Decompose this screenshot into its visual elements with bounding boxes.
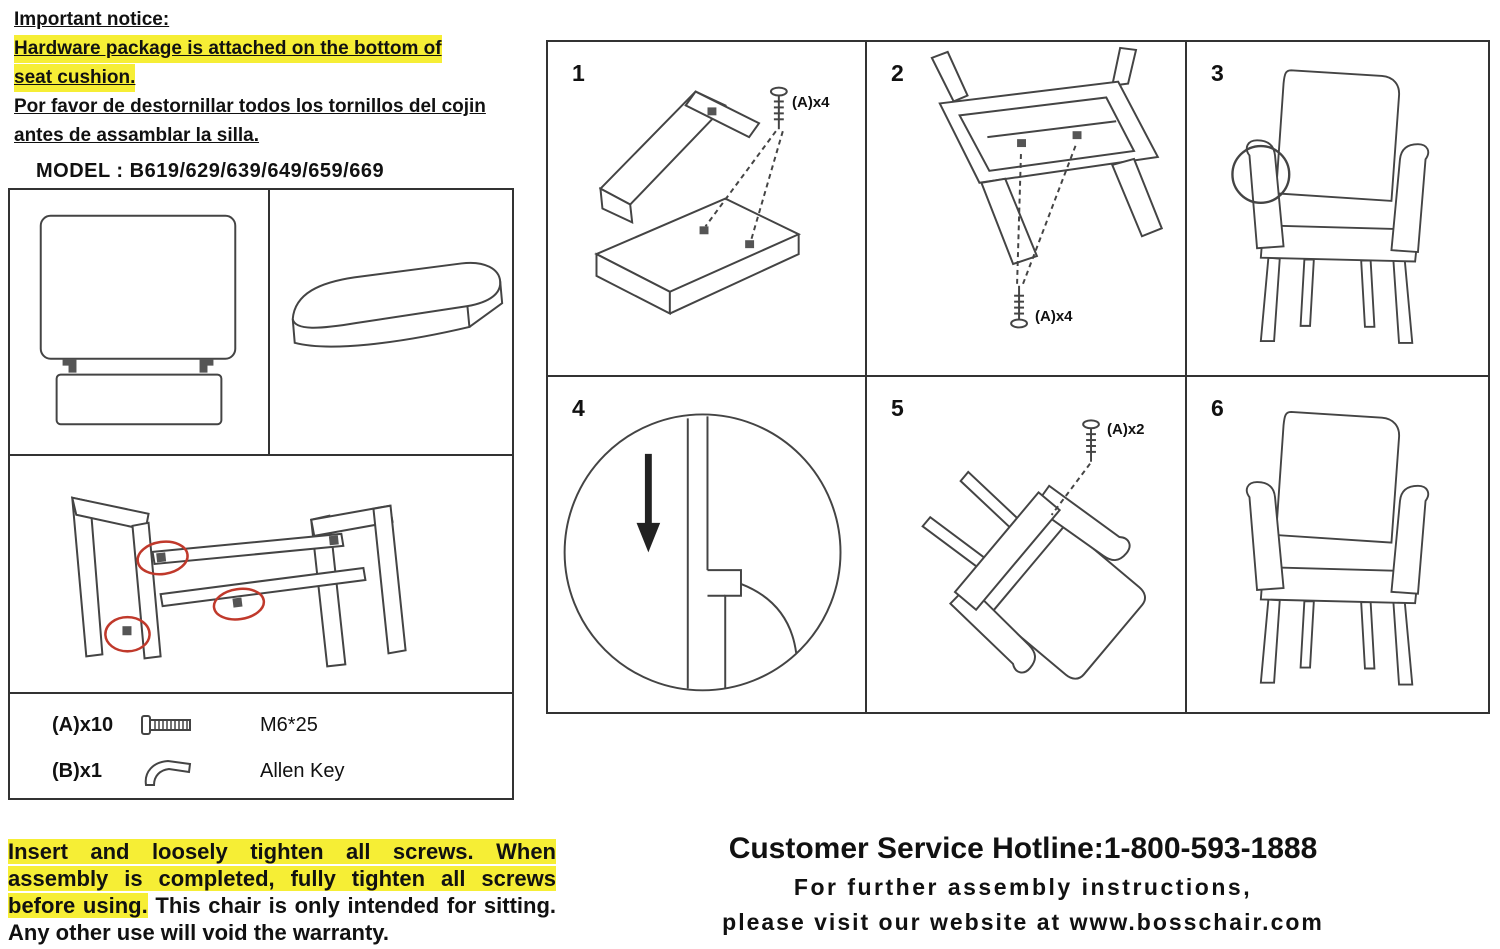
- step-3-panel: 3: [1187, 42, 1488, 377]
- step-4-panel: 4: [548, 377, 867, 712]
- backrest-part-cell: [10, 190, 270, 454]
- warning-text: Insert and loosely tighten all screws. W…: [8, 838, 556, 946]
- model-numbers: MODEL : B619/629/639/649/659/669: [36, 160, 385, 182]
- step-6-diagram: [1245, 411, 1430, 686]
- frame-parts-cell: [10, 456, 512, 694]
- notice-highlight-line-2: seat cushion.: [14, 64, 136, 92]
- notice-title: Important notice:: [14, 9, 170, 30]
- frame-parts-diagram: [70, 496, 407, 668]
- step-5-diagram: [921, 419, 1146, 680]
- step-2-number: 2: [891, 60, 904, 86]
- hardware-item-a: (A)x10: [10, 702, 512, 748]
- footer-website-line: please visit our website at www.bosschai…: [722, 909, 1324, 935]
- hardware-list: (A)x10: [10, 694, 512, 794]
- step-3-diagram: [1231, 69, 1430, 344]
- customer-service-hotline: Customer Service Hotline:1-800-593-1888: [728, 832, 1318, 865]
- footer-line-2: For further assembly instructions,: [793, 874, 1253, 900]
- step-1-screw-label: (A)x4: [792, 94, 830, 111]
- hardware-b-label: (B)x1: [52, 759, 103, 782]
- notice-spanish-line-2: antes de assamblar la silla.: [14, 125, 260, 146]
- step-4-diagram: [563, 413, 842, 692]
- step-2-panel: 2 (A)x4: [867, 42, 1187, 377]
- backrest-diagram: [39, 214, 237, 426]
- step-2-diagram: [930, 46, 1164, 329]
- step-2-screw-label: (A)x4: [1035, 308, 1073, 325]
- assembly-steps-grid: 1 (A)x4: [546, 40, 1490, 714]
- step-1-panel: 1 (A)x4: [548, 42, 867, 377]
- hardware-a-spec: M6*25: [260, 713, 318, 736]
- notice-spanish-line-1: Por favor de destornillar todos los torn…: [14, 96, 486, 117]
- step-6-panel: 6: [1187, 377, 1488, 712]
- cushion-part-cell: [270, 190, 512, 454]
- step-3-number: 3: [1211, 60, 1224, 86]
- notice-highlight-line-1: Hardware package is attached on the bott…: [14, 35, 442, 63]
- step-5-screw-label: (A)x2: [1107, 421, 1145, 438]
- footer: Customer Service Hotline:1-800-593-1888 …: [556, 832, 1490, 936]
- step-1-diagram: [594, 86, 802, 316]
- hardware-a-label: (A)x10: [52, 713, 114, 736]
- hardware-item-b: (B)x1 Allen Key: [10, 748, 512, 794]
- step-5-panel: 5 (A)x2: [867, 377, 1187, 712]
- step-6-number: 6: [1211, 395, 1224, 421]
- hardware-b-spec: Allen Key: [260, 759, 345, 782]
- step-5-number: 5: [891, 395, 904, 421]
- step-1-number: 1: [572, 60, 585, 86]
- parts-table: (A)x10: [8, 188, 514, 800]
- down-arrow-icon: [636, 453, 661, 553]
- screw-icon: [140, 712, 260, 738]
- important-notice: Important notice: Hardware package is at…: [14, 6, 526, 151]
- red-circle-annotations: [104, 540, 266, 653]
- step-4-number: 4: [572, 395, 585, 421]
- allen-key-icon: [140, 753, 260, 789]
- seat-cushion-diagram: [291, 261, 504, 348]
- warning-plain: This chair is only intended for sitting.…: [8, 893, 556, 945]
